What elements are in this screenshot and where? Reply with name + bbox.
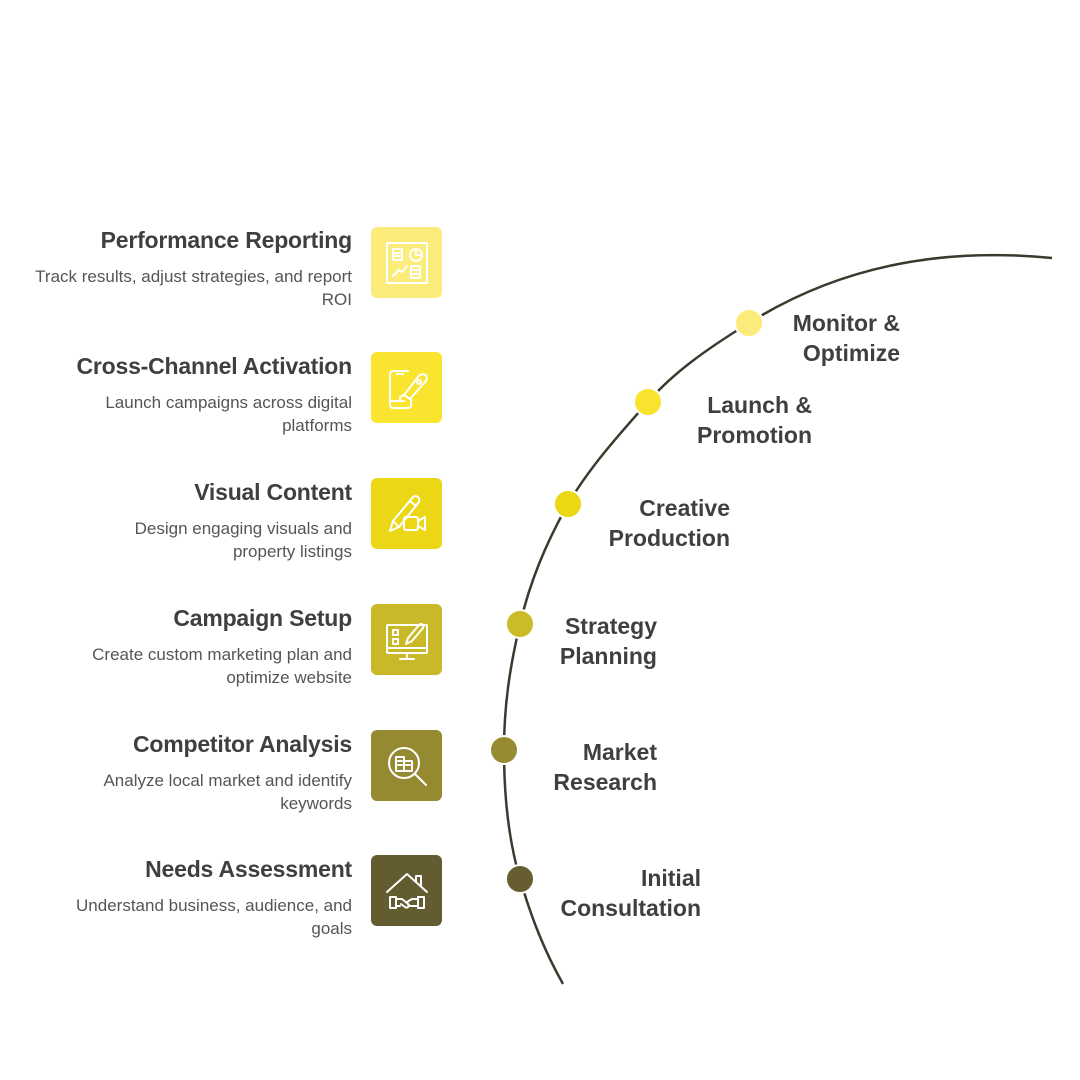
icon-box-needs-assessment	[371, 855, 442, 926]
phase-line2: Promotion	[697, 422, 812, 448]
icon-box-performance-reporting	[371, 227, 442, 298]
step-visual-content: Visual Content Design engaging visuals a…	[22, 478, 353, 563]
icon-box-competitor-analysis	[371, 730, 442, 801]
phase-line2: Consultation	[560, 895, 701, 921]
phase-label-market-research: Market Research	[540, 737, 657, 797]
phase-dot-monitor-optimize	[734, 308, 764, 338]
icon-box-cross-channel-activation	[371, 352, 442, 423]
phase-line1: Market	[582, 739, 657, 765]
step-title: Campaign Setup	[173, 605, 352, 631]
phone-rocket-icon	[388, 369, 428, 409]
report-dashboard-icon	[385, 241, 428, 284]
phase-dot-launch-promotion	[633, 387, 663, 417]
step-cross-channel-activation: Cross-Channel Activation Launch campaign…	[22, 352, 352, 437]
phase-line2: Production	[608, 525, 730, 551]
phase-line2: Research	[553, 769, 657, 795]
step-campaign-setup: Campaign Setup Create custom marketing p…	[22, 604, 352, 689]
timeline-arc	[502, 253, 1053, 985]
phase-label-monitor-optimize: Monitor & Optimize	[780, 308, 900, 368]
step-title: Visual Content	[194, 479, 352, 505]
step-performance-reporting: Performance Reporting Track results, adj…	[22, 226, 352, 311]
phase-line1: Monitor &	[792, 310, 900, 336]
phase-line1: Strategy	[564, 613, 657, 639]
step-description: Analyze local market and identify keywor…	[103, 771, 352, 813]
step-title: Competitor Analysis	[132, 731, 352, 757]
step-description: Track results, adjust strategies, and re…	[35, 267, 352, 309]
phase-dot-creative-production	[553, 489, 583, 519]
step-description: Understand business, audience, and goals	[76, 896, 352, 938]
phase-dot-strategy-planning	[505, 609, 535, 639]
icon-box-visual-content	[371, 478, 442, 549]
phase-label-creative-production: Creative Production	[590, 493, 730, 553]
step-description: Design engaging visuals and property lis…	[134, 519, 352, 561]
phase-line2: Optimize	[802, 340, 900, 366]
step-title: Performance Reporting	[100, 227, 353, 253]
phase-line1: Launch &	[707, 392, 812, 418]
house-handshake-icon	[385, 872, 428, 909]
phase-line2: Planning	[559, 643, 657, 669]
monitor-edit-icon	[385, 622, 428, 660]
step-title: Cross-Channel Activation	[76, 353, 352, 379]
step-description: Launch campaigns across digital platform…	[105, 393, 352, 435]
phase-label-initial-consultation: Initial Consultation	[540, 863, 701, 923]
phase-line1: Initial	[640, 865, 701, 891]
icon-box-campaign-setup	[371, 604, 442, 675]
phase-label-launch-promotion: Launch & Promotion	[680, 390, 812, 450]
magnify-buildings-icon	[387, 746, 427, 786]
phase-dot-market-research	[489, 735, 519, 765]
phase-dot-initial-consultation	[505, 864, 535, 894]
pencil-video-icon	[388, 494, 426, 532]
step-needs-assessment: Needs Assessment Understand business, au…	[22, 855, 352, 940]
phase-line1: Creative	[639, 495, 730, 521]
step-description: Create custom marketing plan and optimiz…	[92, 645, 352, 687]
step-title: Needs Assessment	[145, 856, 352, 882]
phase-label-strategy-planning: Strategy Planning	[540, 611, 657, 671]
step-competitor-analysis: Competitor Analysis Analyze local market…	[22, 730, 352, 815]
